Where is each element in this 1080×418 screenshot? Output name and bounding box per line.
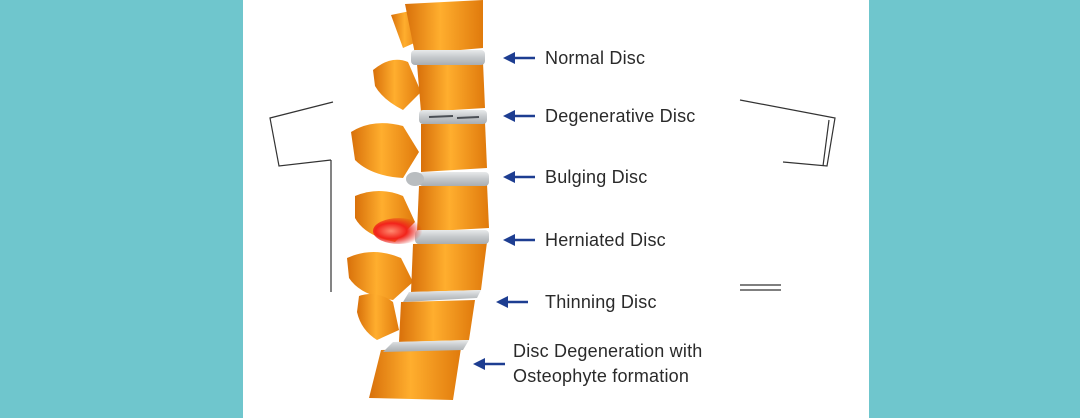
tshirt-outline xyxy=(269,99,836,292)
thinning-disc xyxy=(403,290,481,302)
herniated-disc xyxy=(415,230,489,244)
spine-illustration xyxy=(269,0,836,400)
label-osteophyte-line1: Disc Degeneration with xyxy=(513,341,703,361)
herniation-mass xyxy=(373,218,425,244)
vertebral-bodies xyxy=(369,0,489,400)
posterior-processes xyxy=(347,10,421,340)
degenerative-disc-cracks xyxy=(428,115,480,119)
arrow-herniated xyxy=(503,234,535,246)
arrow-normal xyxy=(503,52,535,64)
arrow-thinning xyxy=(496,296,528,308)
pointer-arrows xyxy=(473,52,535,370)
arrow-degenerative xyxy=(503,110,535,122)
label-osteophyte-line2: Osteophyte formation xyxy=(513,366,690,386)
arrow-osteophyte xyxy=(473,358,505,370)
arrow-bulging xyxy=(503,171,535,183)
diagram-panel: Normal Disc Degenerative Disc Bulging Di… xyxy=(243,0,869,418)
bulging-disc-bulge xyxy=(406,172,424,186)
discs xyxy=(373,50,489,352)
label-herniated-disc: Herniated Disc xyxy=(545,230,666,250)
label-bulging-disc: Bulging Disc xyxy=(545,167,648,187)
bulging-disc xyxy=(419,172,489,186)
normal-disc xyxy=(411,50,485,65)
label-degenerative-disc: Degenerative Disc xyxy=(545,106,696,126)
osteophyte-disc xyxy=(383,340,469,352)
label-normal-disc: Normal Disc xyxy=(545,48,646,68)
label-thinning-disc: Thinning Disc xyxy=(545,292,657,312)
